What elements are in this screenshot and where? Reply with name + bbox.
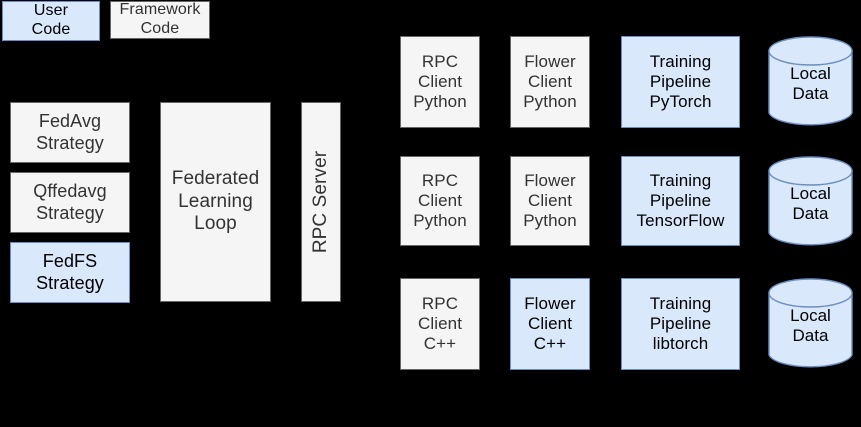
client-row-1-training-pipeline: Training Pipeline PyTorch: [621, 36, 740, 128]
database-icon: [768, 278, 853, 368]
client-row-2-flower-client: Flower Client Python: [510, 156, 590, 246]
database-icon: [768, 156, 853, 246]
strategy-fedavg: FedAvg Strategy: [10, 102, 130, 163]
client-row-3-rpc-client: RPC Client C++: [400, 278, 480, 370]
client-row-1-local-data: Local Data: [768, 36, 853, 128]
rpc-server-label: RPC Server: [310, 150, 331, 254]
rpc-server: RPC Server: [301, 102, 341, 302]
strategy-fedfs: FedFS Strategy: [10, 242, 130, 303]
legend-user-code: User Code: [2, 1, 100, 41]
client-row-2-rpc-client: RPC Client Python: [400, 156, 480, 246]
client-row-3-training-pipeline: Training Pipeline libtorch: [621, 278, 740, 370]
legend-framework-code: Framework Code: [110, 1, 210, 39]
client-row-2-local-data: Local Data: [768, 156, 853, 248]
client-row-3-local-data: Local Data: [768, 278, 853, 370]
client-row-3-flower-client: Flower Client C++: [510, 278, 590, 370]
client-row-1-flower-client: Flower Client Python: [510, 36, 590, 128]
federated-learning-loop: Federated Learning Loop: [160, 102, 271, 302]
database-icon: [768, 36, 853, 126]
client-row-2-training-pipeline: Training Pipeline TensorFlow: [621, 156, 740, 246]
strategy-qffedavg: Qffedavg Strategy: [10, 172, 130, 233]
client-row-1-rpc-client: RPC Client Python: [400, 36, 480, 128]
